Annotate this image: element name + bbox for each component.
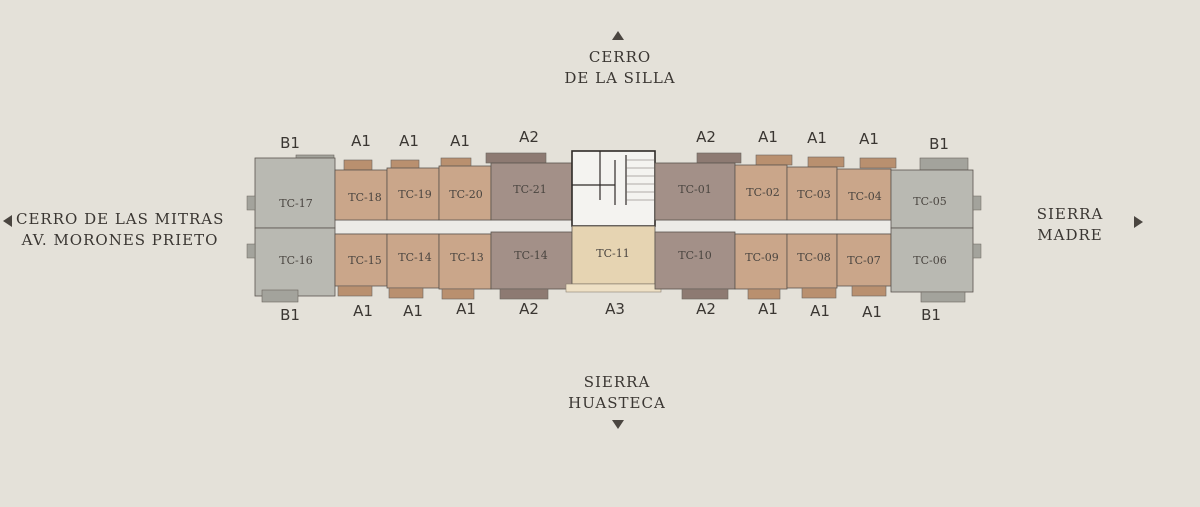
unit-type-label: A1 [456, 300, 476, 318]
unit-id-label: TC-16 [279, 254, 312, 267]
unit-tc-06[interactable]: TC-06 [890, 227, 974, 303]
balcony [246, 195, 256, 211]
unit-type-label: A1 [810, 302, 830, 320]
north-arrow-icon [612, 31, 624, 40]
unit-id-label: TC-03 [797, 188, 830, 201]
north-direction-label: CERRO DE LA SILLA [564, 48, 676, 87]
unit-type-label: A1 [758, 300, 778, 318]
unit-type-label: A1 [862, 303, 882, 321]
unit-id-label: TC-20 [449, 188, 482, 201]
unit-tc-19[interactable]: TC-19 [386, 159, 440, 221]
unit-tc-21[interactable]: TC-21 [485, 152, 573, 221]
unit-tc-15[interactable]: TC-15 [334, 233, 388, 297]
unit-id-label: TC-18 [348, 191, 381, 204]
unit-tc-01[interactable]: TC-01 [654, 152, 742, 221]
unit-id-label: TC-09 [745, 251, 778, 264]
unit-tc-08[interactable]: TC-08 [786, 233, 838, 299]
unit-id-label: TC-02 [746, 186, 779, 199]
unit-tc-03[interactable]: TC-03 [786, 156, 845, 221]
unit-type-label: A1 [859, 130, 879, 148]
east-direction-label: SIERRA MADRE [1036, 205, 1104, 244]
elevator-stair-core [571, 150, 656, 227]
unit-id-label: TC-01 [678, 183, 711, 196]
south-direction-label: SIERRA HUASTECA [568, 373, 666, 412]
unit-id-label: TC-10 [678, 249, 711, 262]
unit-type-label: A3 [605, 300, 625, 318]
unit-tc-09[interactable]: TC-09 [734, 233, 788, 300]
unit-id-label: TC-07 [847, 254, 880, 267]
west-arrow-icon [3, 215, 12, 227]
unit-id-label: TC-05 [913, 195, 946, 208]
unit-type-label: A1 [353, 302, 373, 320]
unit-tc-14[interactable]: TC-14 [386, 233, 440, 299]
west-direction-label: CERRO DE LAS MITRAS AV. MORONES PRIETO [16, 210, 225, 249]
unit-id-label: TC-19 [398, 188, 431, 201]
unit-tc-04[interactable]: TC-04 [836, 157, 897, 221]
unit-type-label: A1 [758, 128, 778, 146]
unit-type-label: B1 [929, 135, 949, 153]
unit-id-label: TC-08 [797, 251, 830, 264]
unit-tc-11[interactable]: TC-11 [565, 225, 662, 293]
unit-type-label: A2 [696, 128, 716, 146]
unit-type-label: B1 [280, 306, 300, 324]
unit-id-label: TC-17 [279, 197, 312, 210]
unit-id-label: TC-11 [596, 247, 629, 260]
unit-tc-10[interactable]: TC-10 [654, 231, 736, 300]
unit-tc-16[interactable]: TC-16 [254, 227, 336, 303]
unit-type-label: A1 [450, 132, 470, 150]
unit-tc-02[interactable]: TC-02 [734, 154, 793, 221]
unit-type-label: A1 [351, 132, 371, 150]
unit-id-label: TC-04 [848, 190, 881, 203]
unit-id-label: TC-15 [348, 254, 381, 267]
unit-type-label: A2 [519, 128, 539, 146]
balcony [972, 195, 982, 211]
unit-type-label: B1 [921, 306, 941, 324]
unit-tc-14-a2[interactable]: TC-14 [490, 231, 573, 300]
unit-id-label: TC-06 [913, 254, 946, 267]
unit-id-label: TC-21 [513, 183, 546, 196]
unit-id-label: TC-13 [450, 251, 483, 264]
balcony [246, 243, 256, 259]
unit-type-label: A2 [519, 300, 539, 318]
unit-tc-18[interactable]: TC-18 [334, 159, 388, 221]
unit-id-label: TC-14 [514, 249, 547, 262]
unit-type-label: A2 [696, 300, 716, 318]
unit-tc-07[interactable]: TC-07 [836, 233, 892, 297]
unit-tc-17[interactable]: TC-17 [254, 154, 336, 229]
south-arrow-icon [612, 420, 624, 429]
unit-type-label: B1 [280, 134, 300, 152]
unit-tc-13[interactable]: TC-13 [438, 233, 492, 300]
balcony [972, 243, 982, 259]
unit-type-label: A1 [403, 302, 423, 320]
unit-tc-20[interactable]: TC-20 [438, 157, 492, 221]
unit-tc-05[interactable]: TC-05 [890, 157, 974, 229]
unit-type-label: A1 [807, 129, 827, 147]
unit-id-label: TC-14 [398, 251, 431, 264]
east-arrow-icon [1134, 216, 1143, 228]
unit-type-label: A1 [399, 132, 419, 150]
